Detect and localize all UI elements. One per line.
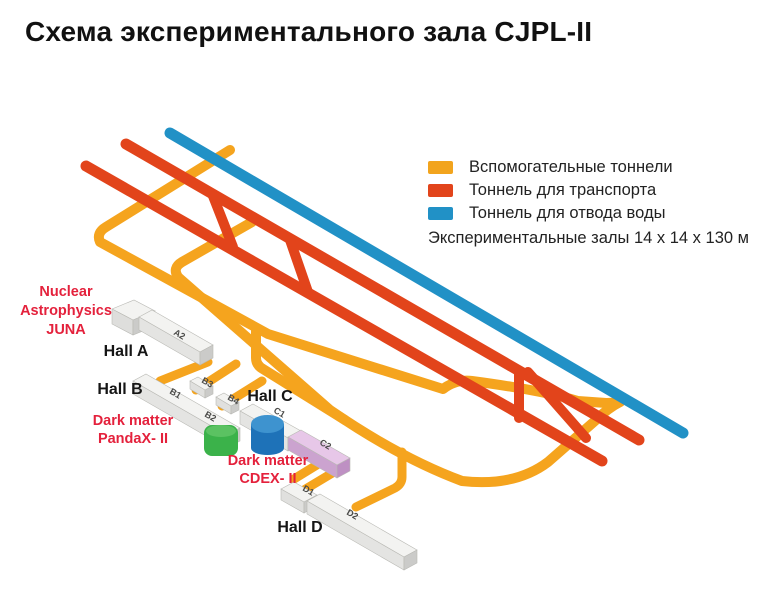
- port-label-d1: D1: [301, 483, 316, 497]
- page-title: Схема экспериментального зала CJPL-II: [25, 16, 593, 47]
- legend-row-transport: Тоннель для транспорта: [428, 180, 749, 199]
- port-label-c1: C1: [272, 405, 287, 419]
- hall-c-label: Hall C: [247, 388, 293, 405]
- legend-label-drainage: Тоннель для отвода воды: [469, 203, 666, 222]
- transport-rung-1: [208, 191, 238, 252]
- hall-d-bar-face2: [403, 549, 418, 571]
- hall-a-label: Hall A: [104, 343, 149, 360]
- cdex-label-line2: CDEX- II: [239, 471, 296, 487]
- hall-d-label: Hall D: [277, 519, 322, 536]
- drainage-tunnel: [164, 127, 689, 439]
- port-label-a2: A2: [172, 327, 187, 341]
- juna-label-line2: Astrophysics: [20, 303, 112, 319]
- hall-a-bar-face2: [199, 344, 214, 366]
- legend-row-drainage: Тоннель для отвода воды: [428, 203, 749, 222]
- aux-tunnel-hall-c-elbow: [251, 324, 350, 425]
- hall-b-label: Hall B: [97, 381, 142, 398]
- port-label-d2: D2: [345, 507, 360, 521]
- legend-row-aux: Вспомогательные тоннели: [428, 157, 749, 176]
- cdex-label-line1: Dark matter: [228, 453, 309, 469]
- pandax-label-line2: PandaX- II: [98, 431, 168, 447]
- b4-sleeve-face2: [230, 401, 240, 415]
- cdex-dome-base: [251, 441, 284, 455]
- port-label-b1: B1: [168, 386, 183, 400]
- drainage-tunnel-swatch: [428, 206, 453, 220]
- transport-tunnel-swatch: [428, 183, 453, 197]
- port-label-b3: B3: [200, 375, 215, 389]
- juna-label-line1: Nuclear: [39, 284, 93, 300]
- pandax-detector-top: [206, 425, 236, 437]
- cdex-dome-top: [251, 415, 284, 433]
- transport-rung-2: [285, 235, 313, 297]
- port-label-b4: B4: [226, 392, 241, 406]
- legend-label-aux: Вспомогательные тоннели: [469, 157, 673, 176]
- hall-c2-bar-face2: [336, 457, 351, 479]
- aux-tunnel-d1-feeder: [299, 467, 339, 495]
- pandax-label-line1: Dark matter: [93, 413, 174, 429]
- transport-rung-4: [523, 367, 591, 443]
- port-label-b2: B2: [203, 409, 218, 423]
- juna-label-line3: JUNA: [46, 322, 86, 338]
- legend: Вспомогательные тоннели Тоннель для тран…: [428, 157, 749, 248]
- b3-sleeve-face2: [204, 385, 214, 399]
- port-label-c2: C2: [318, 437, 333, 451]
- aux-tunnel-d2-feeder: [351, 447, 407, 512]
- aux-tunnel-swatch: [428, 160, 453, 174]
- legend-note-hall-size: Экспериментальные залы 14 х 14 х 130 м: [428, 229, 749, 247]
- legend-label-transport: Тоннель для транспорта: [469, 180, 657, 199]
